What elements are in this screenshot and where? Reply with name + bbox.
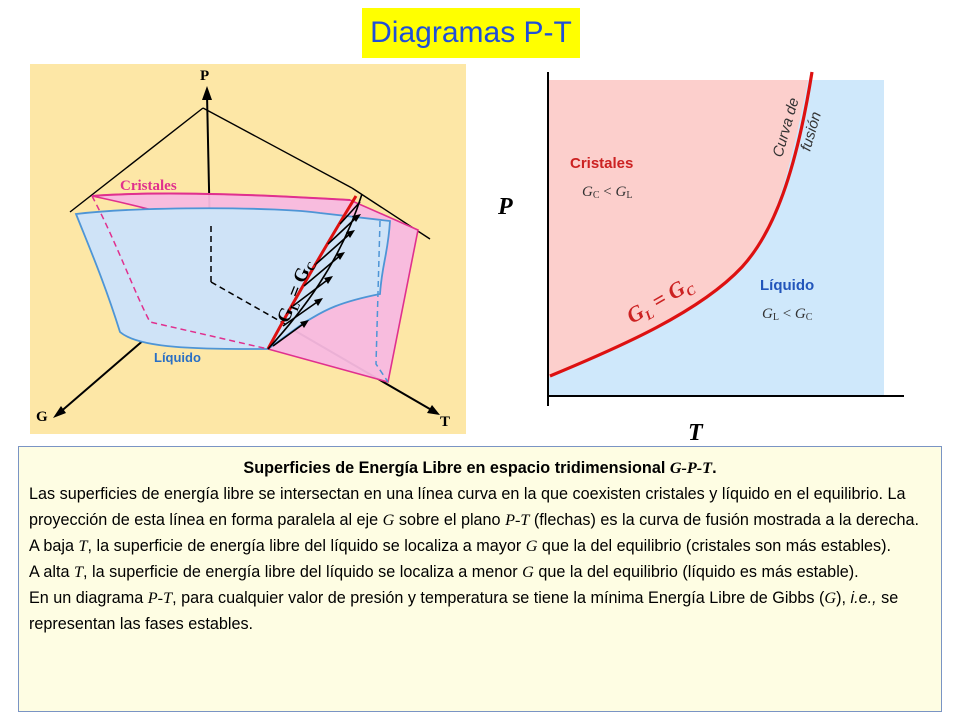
cristales-region <box>548 80 808 378</box>
projection-arrows <box>267 193 363 350</box>
caption-box: Superficies de Energía Libre en espacio … <box>18 446 942 712</box>
left-axis-t-label: T <box>440 414 450 430</box>
left-axis-g-label: G <box>36 409 48 425</box>
cristales-label: Cristales <box>570 155 633 172</box>
caption-paragraph-2: A baja T, la superficie de energía libre… <box>29 537 892 555</box>
caption-paragraph-4: En un diagrama P-T, para cualquier valor… <box>29 589 899 633</box>
caption-heading: Superficies de Energía Libre en espacio … <box>243 459 717 477</box>
arrow-tips <box>300 214 361 328</box>
cristales-top-edge <box>91 192 351 201</box>
left-axis-p-label: P <box>200 68 209 84</box>
pt-phase-diagram: P T Curva de fusión Cristales GC < GL Lí… <box>497 71 904 446</box>
cristales-condition: GC < GL <box>582 184 632 201</box>
hidden-edges <box>91 195 389 383</box>
liquido-surface <box>74 207 391 350</box>
axis-arrowheads <box>53 86 440 418</box>
right-axis-p-label: P <box>497 194 513 220</box>
liquido-label: Líquido <box>760 277 814 294</box>
left-liquido-label: Líquido <box>154 350 201 365</box>
right-axis-t-label: T <box>688 420 704 446</box>
liquido-condition: GL < GC <box>762 306 813 323</box>
left-cristales-label: Cristales <box>120 178 177 194</box>
equilibrium-curve <box>266 195 358 350</box>
gpt-3d-diagram: P T G Cristales Líquido GL = GC <box>30 64 466 434</box>
melting-curve <box>549 71 814 378</box>
caption-paragraph-3: A alta T, la superficie de energía libre… <box>29 563 859 581</box>
page-title: Diagramas P-T <box>362 8 580 58</box>
caption-paragraph-1: Las superficies de energía libre se inte… <box>29 485 919 529</box>
